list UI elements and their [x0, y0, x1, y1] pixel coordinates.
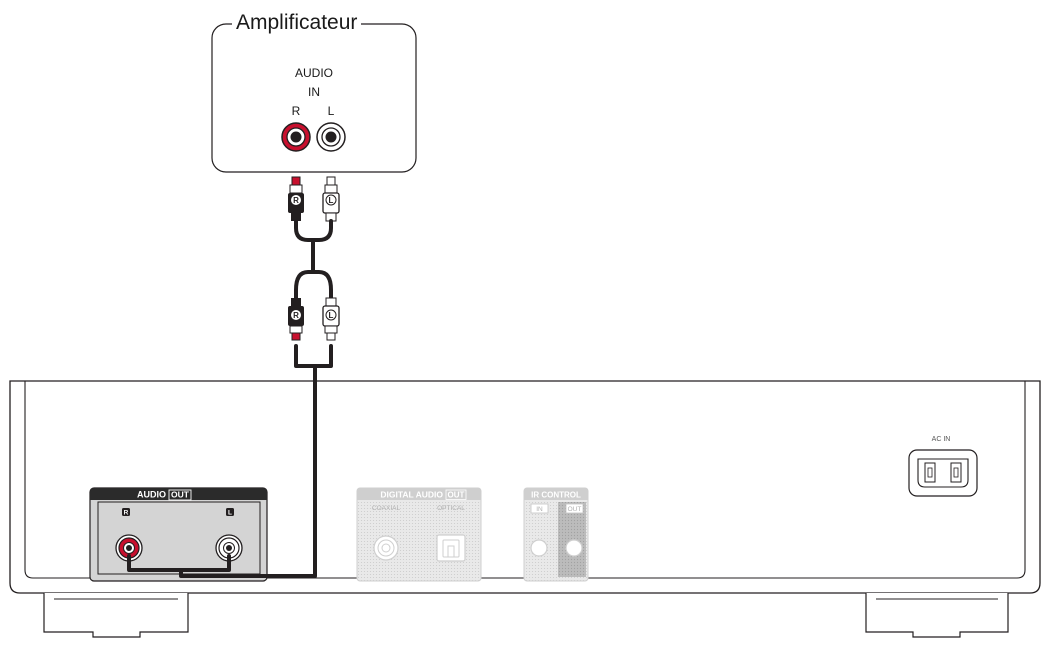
amp-input-label-line2: IN [308, 85, 320, 99]
ir-control-title: IR CONTROL [531, 491, 581, 500]
audio-out-boxed-label [168, 489, 192, 501]
cable-to-device [127, 364, 317, 578]
optical-label: OPTICAL [437, 505, 465, 512]
ac-inlet[interactable]: AC IN [908, 436, 978, 497]
audio-out-l-badge [226, 508, 234, 516]
ir-out-label: OUT [568, 506, 582, 513]
digital-audio-boxed: OUT [448, 491, 465, 500]
right-foot [865, 593, 1009, 638]
upper-plug-r: R [288, 176, 304, 221]
ac-in-label: AC IN [932, 436, 951, 443]
audio-out-r-badge-text: R [124, 510, 129, 517]
amp-input-l-jack[interactable] [316, 122, 346, 152]
audio-out-boxed-text: OUT [171, 490, 190, 500]
lower-plug-pair: R L [288, 297, 340, 368]
coaxial-label: COAXIAL [372, 505, 401, 512]
lower-plug-r: R [288, 298, 304, 341]
amplifier [211, 23, 417, 173]
lower-plug-r-badge: R [293, 311, 299, 320]
audio-out-r-badge [122, 508, 130, 516]
audio-out-r-jack[interactable] [115, 534, 143, 562]
audio-out-title: AUDIO [137, 490, 166, 500]
upper-plug-pair: R L [288, 176, 340, 222]
ir-out-jack[interactable] [565, 539, 583, 557]
amp-input-label-line1: AUDIO [294, 66, 333, 80]
amp-input-r-jack[interactable] [281, 122, 311, 152]
ir-in-label: IN [536, 506, 543, 513]
upper-plug-r-badge: R [293, 196, 299, 205]
ir-in-jack[interactable] [530, 539, 548, 557]
audio-cable [294, 219, 333, 302]
digital-audio-title: DIGITAL AUDIO [380, 490, 443, 500]
coaxial-jack[interactable] [373, 535, 399, 561]
amp-channel-l-label: L [327, 104, 335, 118]
optical-jack[interactable] [436, 534, 466, 562]
digital-audio-out-panel: DIGITAL AUDIO OUT COAXIAL OPTICAL [356, 487, 482, 582]
ir-control-panel: IR CONTROL IN OUT [523, 487, 589, 582]
upper-plug-l-badge: L [329, 196, 334, 205]
amp-channel-r-label: R [291, 104, 301, 118]
audio-out-l-badge-text: L [228, 510, 232, 517]
lower-plug-l-badge: L [329, 311, 334, 320]
left-foot [43, 593, 189, 638]
amplifier-title: Amplificateur [232, 10, 362, 36]
cable-bracket [294, 344, 333, 368]
lower-plug-l: L [322, 297, 340, 341]
upper-plug-l: L [322, 176, 340, 222]
audio-out-panel: AUDIO OUT R L [89, 487, 268, 582]
